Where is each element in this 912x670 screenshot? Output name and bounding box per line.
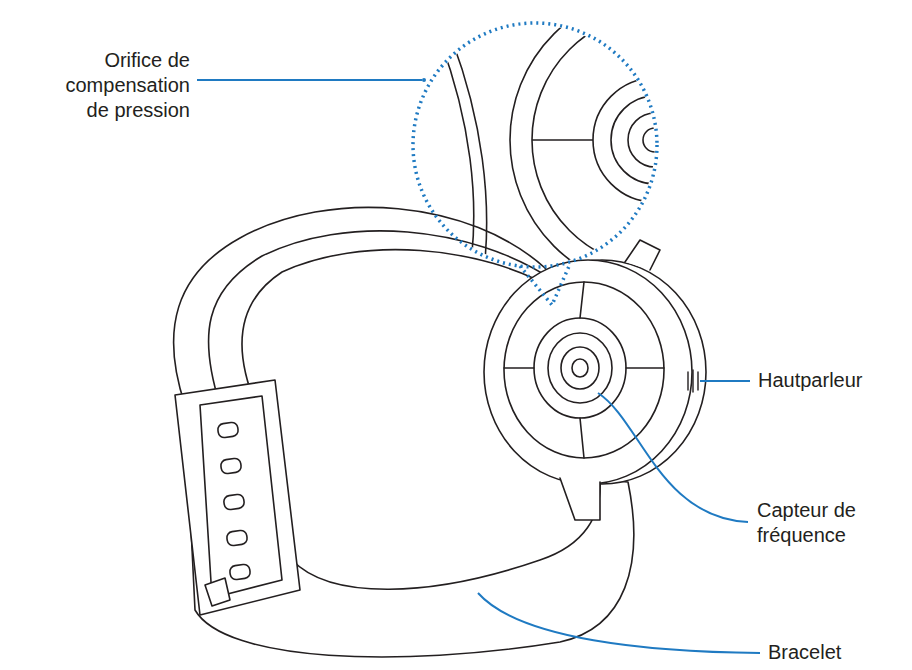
leader-line xyxy=(598,393,748,522)
watch-lug xyxy=(560,478,600,520)
magnifier-pointer xyxy=(520,264,570,305)
part-label: Capteur de fréquence xyxy=(757,498,879,548)
magnified-back xyxy=(510,0,810,290)
leader-dot xyxy=(422,78,426,82)
strap-hole xyxy=(220,458,242,475)
part-label: Orifice de compensation de pression xyxy=(45,48,190,123)
leader-line xyxy=(197,79,422,81)
band-keeper xyxy=(175,380,300,615)
strap-hole xyxy=(229,564,251,581)
magnifier-circle xyxy=(413,23,657,267)
band-tail xyxy=(200,396,282,598)
strap-hole xyxy=(217,422,239,439)
leader-line xyxy=(700,380,750,382)
strap-hole xyxy=(223,494,245,511)
speaker-grille xyxy=(688,370,698,392)
watch-back xyxy=(484,260,692,484)
heart-rate-sensor xyxy=(504,282,664,458)
buckle-pin xyxy=(205,578,230,606)
watch-lug xyxy=(625,240,660,270)
watch-back-ring xyxy=(504,282,664,458)
strap-holes xyxy=(217,422,251,581)
strap-hole xyxy=(226,530,248,547)
part-label: Bracelet xyxy=(768,640,898,665)
leader-line xyxy=(478,593,760,653)
part-label: Hautparleur xyxy=(758,368,908,393)
